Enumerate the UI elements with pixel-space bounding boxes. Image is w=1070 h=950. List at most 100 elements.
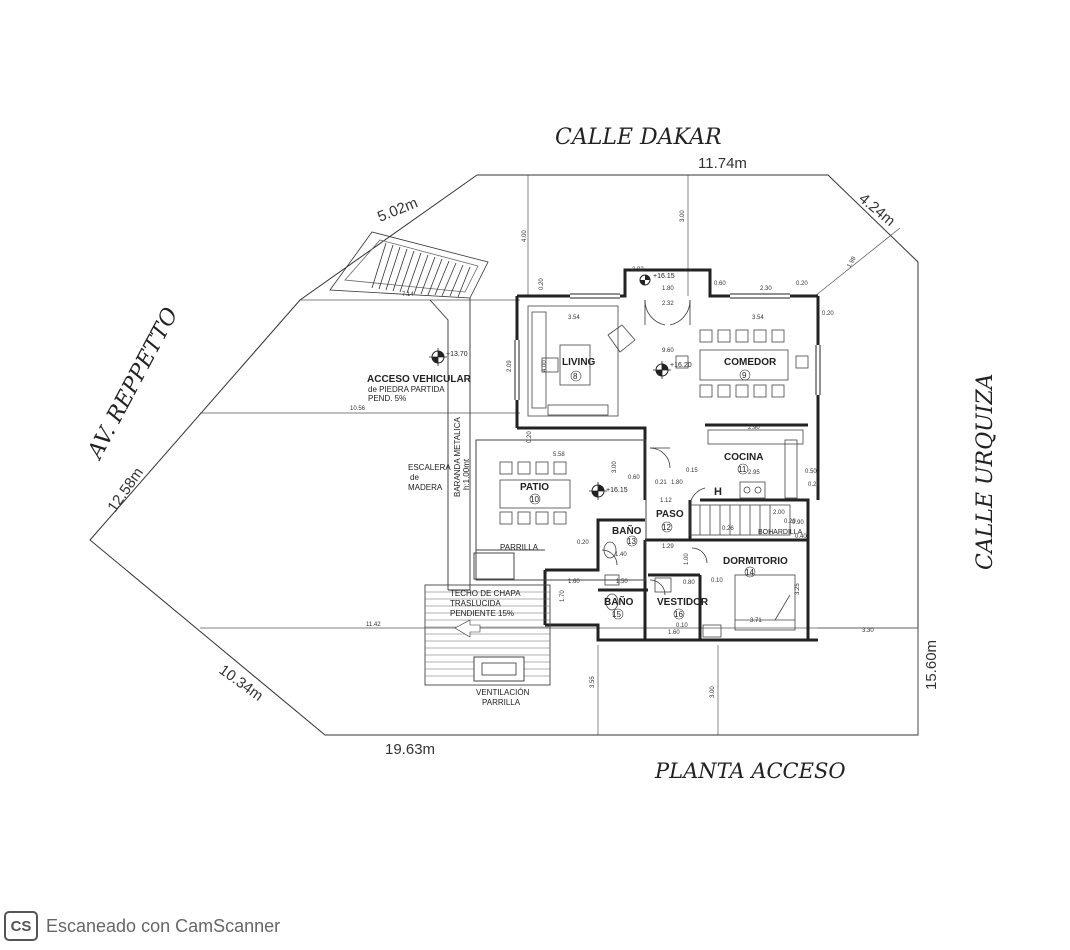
dim-text: 4.00 (542, 360, 548, 372)
dim-text: 2.09 (507, 360, 513, 372)
site-boundary (89, 174, 919, 736)
ventilacion-label-1: VENTILACIÓN (476, 688, 530, 697)
dim-text: 0.20 (577, 540, 589, 546)
translucent-roof (424, 584, 551, 686)
level-marker-icon (639, 274, 651, 286)
dim-text: 1.12 (660, 498, 672, 504)
room-comedor-num: 9 (742, 371, 747, 380)
kitchen-counter (707, 429, 804, 499)
level-living: +16.20 (670, 362, 692, 369)
dim-east: 15.60m (923, 640, 940, 690)
dim-text: 0.10 (676, 623, 688, 629)
dim-text: 2.90 (748, 425, 760, 431)
patio-furniture (499, 461, 571, 525)
dim-text: 0.20 (822, 311, 834, 317)
dim-text: 0.40 (795, 534, 807, 540)
dim-text: 0.60 (628, 475, 640, 481)
dim-southwest: 10.34m (216, 661, 266, 704)
dim-text: 1.40 (615, 552, 627, 558)
dim-text: 3.00 (680, 210, 686, 222)
living-furniture (527, 305, 636, 417)
level-patio: +16.15 (606, 487, 628, 494)
dim-text: 0.20 (796, 281, 808, 287)
acceso-material-label: de PIEDRA PARTIDA (368, 385, 445, 394)
room-cocina: COCINA (724, 452, 763, 463)
escalera-label-2: de (410, 473, 419, 482)
dim-text: 11.42 (366, 622, 381, 628)
dim-text: 1.00 (684, 553, 690, 565)
dim-text: 3.30 (862, 628, 874, 634)
level-acceso: +13.70 (446, 351, 468, 358)
dim-text: 0.50 (805, 469, 817, 475)
parrilla-label: PARRILLA (500, 543, 539, 552)
patio-outline (473, 439, 647, 581)
acceso-slope-label: PEND. 5% (368, 394, 406, 403)
techo-label-2: TRASLUCIDA (450, 599, 501, 608)
techo-label-1: TECHO DE CHAPA (450, 589, 521, 598)
ventilacion-label-2: PARRILLA (482, 698, 521, 707)
dim-text: 2.32 (662, 301, 674, 307)
dim-west: 12.58m (104, 465, 147, 516)
dim-text: 3.71 (750, 618, 762, 624)
room-bano1-num: 13 (627, 537, 636, 546)
dim-text: 0.29 (784, 519, 796, 525)
room-vestidor-num: 16 (674, 610, 683, 619)
dim-text: 9.60 (662, 348, 674, 354)
dim-text: 2.92 (632, 267, 644, 273)
dim-text: 7.14 (402, 292, 414, 298)
room-vestidor: VESTIDOR (657, 597, 709, 608)
dim-text: 1.80 (671, 480, 683, 486)
dim-text: 0.20 (527, 431, 533, 443)
dim-text: 1.60 (668, 630, 680, 636)
dim-text: 0.80 (683, 580, 695, 586)
level-marker-icon (429, 348, 447, 366)
camscanner-text: Escaneado con CamScanner (46, 915, 281, 936)
dim-north: 11.74m (698, 155, 747, 172)
h-mark: H (714, 486, 722, 498)
dim-text: 0.26 (722, 526, 734, 532)
dim-text: 0.10 (711, 578, 723, 584)
dim-text: 5.58 (553, 452, 565, 458)
room-bano2-num: 15 (612, 610, 621, 619)
acceso-vehicular-label: ACCESO VEHICULAR (367, 374, 472, 385)
level-marker-icon (589, 482, 607, 500)
dim-text: 3.55 (590, 676, 596, 688)
room-living-num: 8 (573, 372, 578, 381)
dim-text: 0.60 (714, 281, 726, 287)
camscanner-watermark: CS Escaneado con CamScanner (4, 910, 280, 942)
dim-text: 3.25 (795, 583, 801, 595)
dim-text: 0.21 (655, 480, 667, 486)
dim-text: 0.15 (686, 468, 698, 474)
room-labels: LIVING 8 COMEDOR 9 PATIO 10 COCINA 11 PA… (520, 357, 788, 620)
dim-north-right: 4.24m (855, 190, 898, 230)
baranda-height-label: h:1.00mt (462, 458, 471, 490)
wooden-stair (429, 298, 471, 591)
room-dormitorio-num: 14 (745, 568, 754, 577)
dim-text: 3.54 (568, 315, 580, 321)
dim-text: 3.00 (710, 686, 716, 698)
dim-text: 0.20 (808, 482, 820, 488)
annotations: ACCESO VEHICULAR de PIEDRA PARTIDA PEND.… (367, 374, 803, 707)
dim-text: 3.54 (752, 315, 764, 321)
dim-text: 1.80 (662, 286, 674, 292)
dim-text: 2.95 (748, 470, 760, 476)
dim-text: 1.29 (662, 544, 674, 550)
dim-text: 0.20 (539, 278, 545, 290)
room-dormitorio: DORMITORIO (723, 556, 788, 567)
door-swings (601, 299, 708, 596)
dim-text: 3.00 (612, 461, 618, 473)
level-marker-icon (653, 361, 671, 379)
techo-label-3: PENDIENTE 15% (450, 609, 514, 618)
escalera-label-3: MADERA (408, 483, 443, 492)
dim-south: 19.63m (385, 741, 435, 758)
level-entry: +16.15 (653, 273, 675, 280)
interior-stair (689, 504, 791, 536)
room-living: LIVING (562, 357, 596, 368)
room-patio-num: 10 (530, 495, 539, 504)
windows (514, 293, 821, 400)
dimension-numbers: 3.54 3.54 9.60 2.09 4.00 5.58 2.30 2.90 … (350, 210, 874, 698)
street-east: CALLE URQUIZA (973, 373, 998, 570)
room-bano1: BAÑO (612, 524, 642, 537)
dim-text: 10.56 (350, 406, 366, 412)
